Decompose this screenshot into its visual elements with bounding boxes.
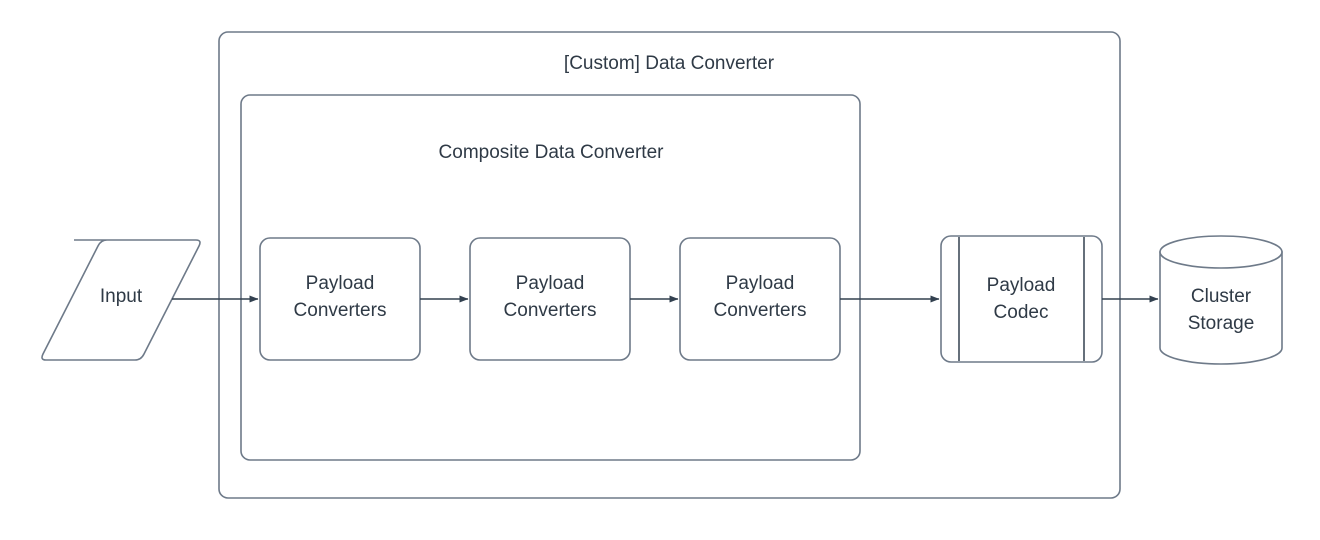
cluster-storage-body	[1159, 251, 1283, 365]
cluster-storage-label-line1: Cluster	[1191, 286, 1252, 307]
node-input[interactable]: Input	[41, 239, 201, 361]
node-payload-converters-3[interactable]: Payload Converters	[679, 237, 841, 361]
payload-codec-label-line1: Payload	[987, 275, 1056, 296]
cluster-storage-label-line2: Storage	[1188, 313, 1255, 334]
payload-converters-2-shape	[469, 237, 631, 361]
custom-data-converter-border	[218, 31, 1121, 499]
payload-converters-3-label-line1: Payload	[726, 273, 795, 294]
node-cluster-storage[interactable]: Cluster Storage	[1159, 235, 1283, 365]
composite-data-converter-title: Composite Data Converter	[439, 142, 665, 163]
input-label: Input	[100, 286, 143, 307]
payload-converters-1-label-line1: Payload	[306, 273, 375, 294]
node-payload-converters-1[interactable]: Payload Converters	[259, 237, 421, 361]
custom-data-converter-title: [Custom] Data Converter	[564, 53, 775, 74]
container-custom-data-converter[interactable]: [Custom] Data Converter	[218, 31, 1121, 499]
input-shape	[41, 239, 201, 361]
payload-converters-1-label-line2: Converters	[294, 300, 387, 321]
payload-converters-3-label-line2: Converters	[714, 300, 807, 321]
payload-codec-shape	[940, 235, 1103, 363]
node-payload-converters-2[interactable]: Payload Converters	[469, 237, 631, 361]
payload-converters-2-label-line1: Payload	[516, 273, 585, 294]
payload-converters-1-shape	[259, 237, 421, 361]
payload-converters-3-shape	[679, 237, 841, 361]
cluster-storage-top-ellipse	[1159, 235, 1283, 269]
node-payload-codec[interactable]: Payload Codec	[940, 235, 1103, 363]
payload-converters-2-label-line2: Converters	[504, 300, 597, 321]
container-composite-data-converter[interactable]: Composite Data Converter	[240, 94, 861, 461]
composite-data-converter-border	[240, 94, 861, 461]
payload-codec-label-line2: Codec	[994, 302, 1049, 323]
